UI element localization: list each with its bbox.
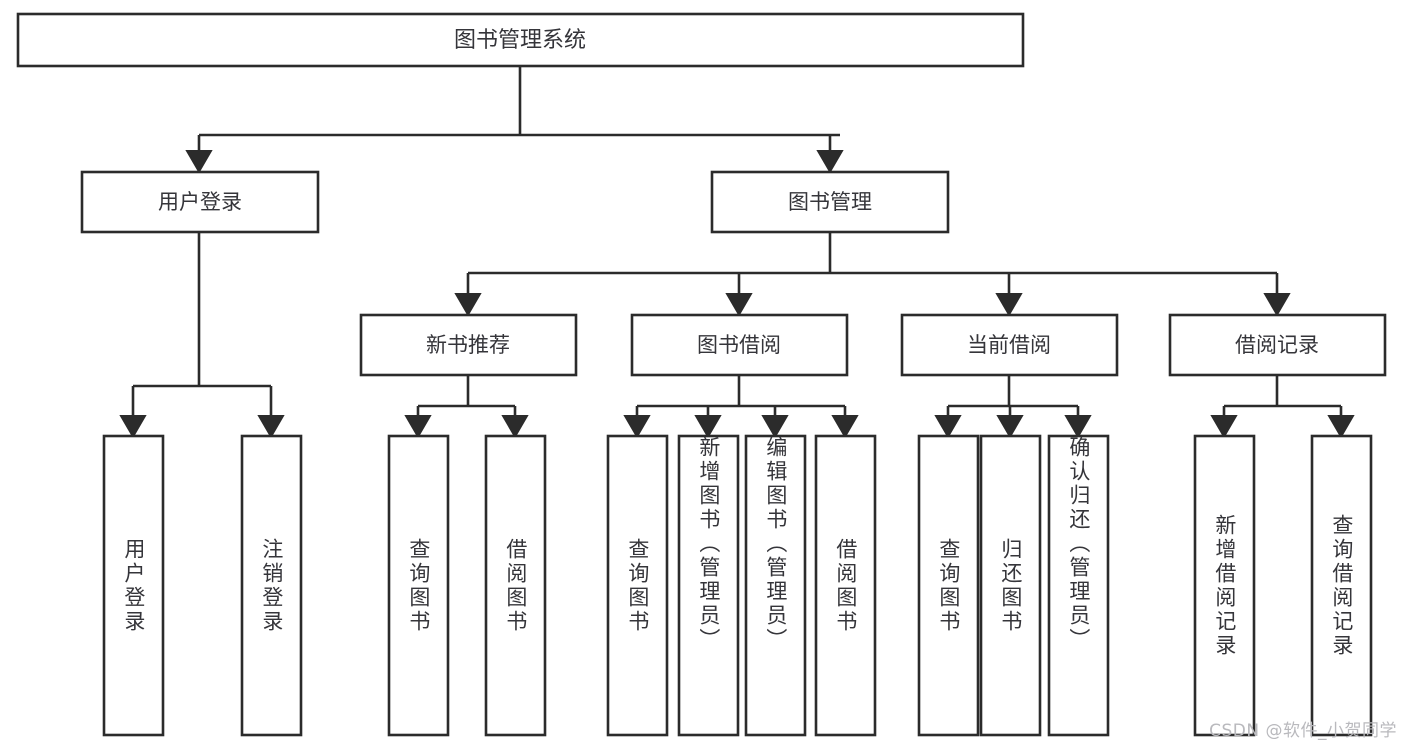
node-current-borrow-label: 当前借阅 (967, 333, 1051, 357)
connector-root-to-level1 (185, 66, 844, 174)
connector-bookmgmt-to-level2 (454, 232, 1291, 317)
leaf-box-borrow-book-a[interactable] (484, 434, 547, 737)
csdn-watermark: CSDN @软件_小贺同学 (1209, 721, 1397, 741)
leaf-box-query-book-a[interactable] (387, 434, 450, 737)
node-new-book-recommend[interactable]: 新书推荐 (359, 313, 578, 377)
node-current-borrow[interactable]: 当前借阅 (900, 313, 1119, 377)
leaf-box-borrow-book-b[interactable] (814, 434, 877, 737)
node-root-title[interactable]: 图书管理系统 (16, 12, 1025, 68)
leaf-box-query-book-b[interactable] (606, 434, 669, 737)
leaf-box-query-record[interactable] (1310, 434, 1373, 737)
leaf-box-query-book-c[interactable] (917, 434, 980, 737)
leaf-box-confirm-return[interactable] (1047, 434, 1110, 737)
leaf-box-return-book[interactable] (979, 434, 1042, 737)
leaf-box-add-record[interactable] (1193, 434, 1256, 737)
node-new-book-recommend-label: 新书推荐 (426, 333, 510, 357)
node-user-login-label: 用户登录 (158, 190, 242, 214)
leaf-box-logout[interactable] (240, 434, 303, 737)
node-borrow-record[interactable]: 借阅记录 (1168, 313, 1387, 377)
connector-bookborrow-to-leaves (623, 375, 859, 439)
node-borrow-record-label: 借阅记录 (1235, 333, 1319, 357)
connector-currentborrow-to-leaves (934, 375, 1092, 439)
connector-userlogin-to-leaves (119, 232, 285, 439)
node-book-borrow-label: 图书借阅 (697, 333, 781, 357)
leaf-box-edit-book[interactable] (744, 434, 807, 737)
node-book-management-label: 图书管理 (788, 190, 872, 214)
node-book-borrow[interactable]: 图书借阅 (630, 313, 849, 377)
leaf-box-user-login[interactable] (102, 434, 165, 737)
leaf-box-add-book[interactable] (677, 434, 740, 737)
node-book-management[interactable]: 图书管理 (710, 170, 950, 234)
node-root-title-label: 图书管理系统 (454, 28, 586, 53)
connector-borrowrecord-to-leaves (1210, 375, 1355, 439)
node-user-login[interactable]: 用户登录 (80, 170, 320, 234)
connector-newbook-to-leaves (404, 375, 529, 439)
